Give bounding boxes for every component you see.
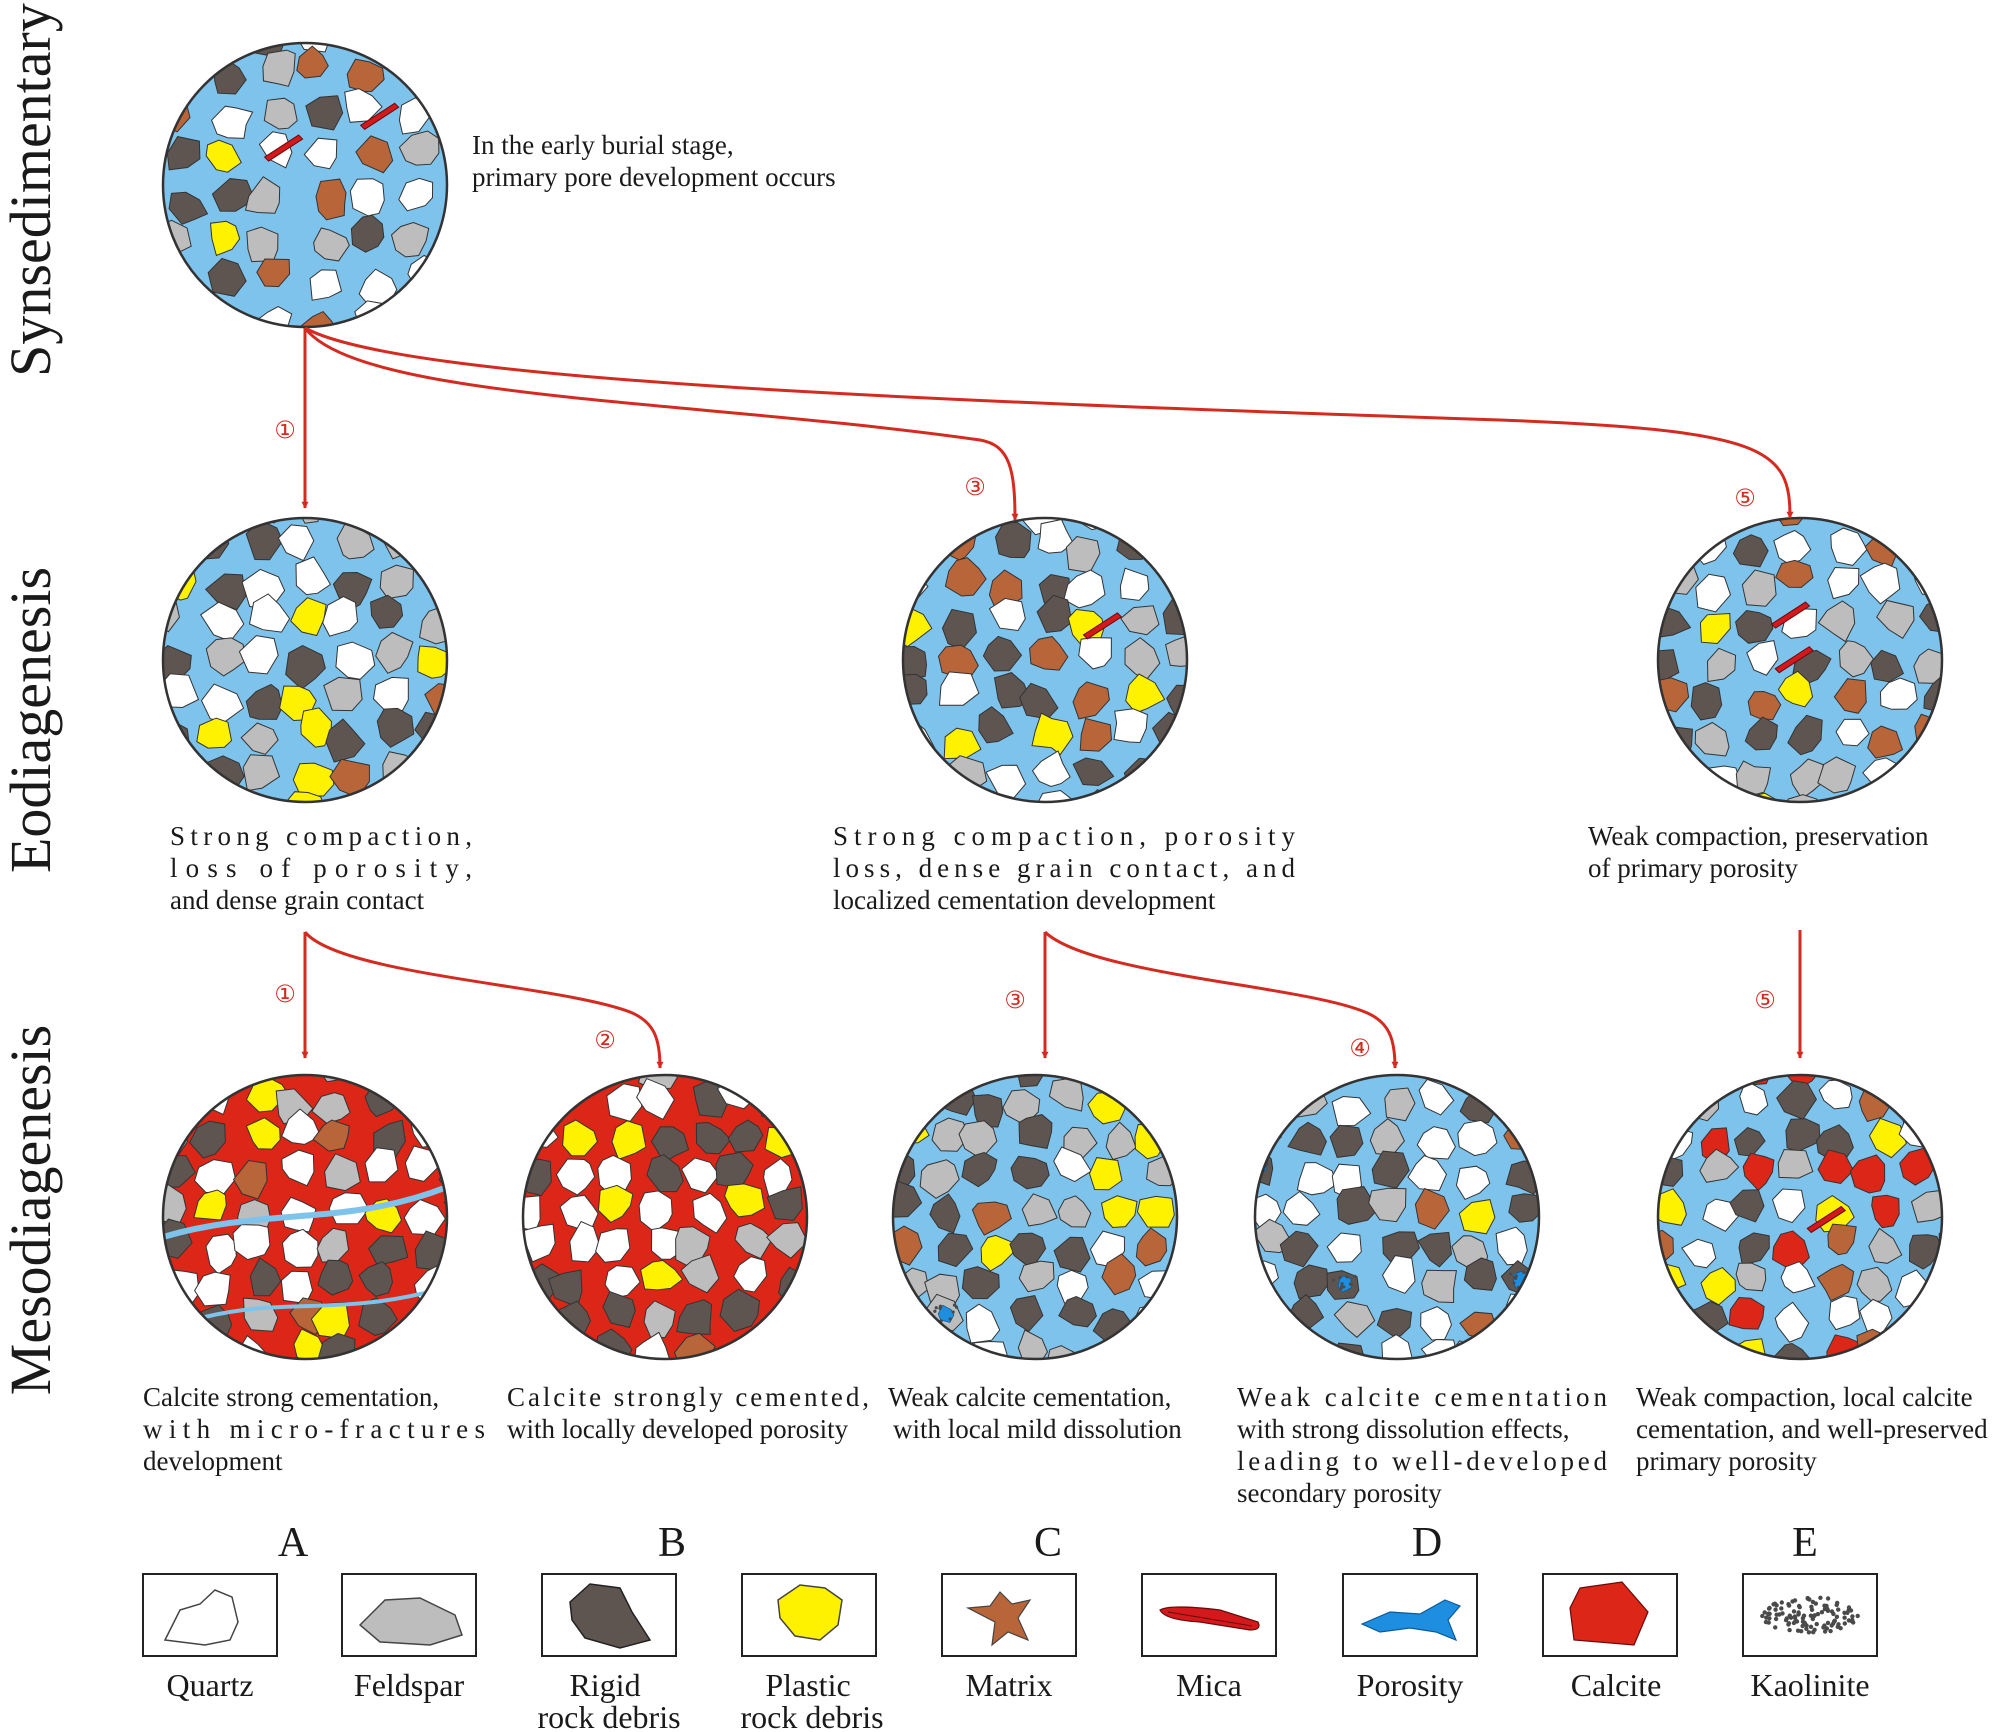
arrow-syn-to-eo5 bbox=[304, 326, 1794, 519]
thin-section-mesodiagenesis-path1 bbox=[161, 1073, 449, 1361]
stage-label-eodiagenesis: Eodiagenesis bbox=[0, 567, 63, 873]
legend-item-feldspar: Feldspar bbox=[341, 1573, 477, 1703]
legend-item-porosity: Porosity bbox=[1342, 1573, 1478, 1703]
stage-label-mesodiagenesis: Mesodiagenesis bbox=[0, 1025, 63, 1396]
thin-section-eodiagenesis-path1 bbox=[161, 516, 449, 804]
legend-label-quartz: Quartz bbox=[166, 1667, 253, 1703]
legend-item-matrix: Matrix bbox=[941, 1573, 1077, 1703]
porosity-swatch bbox=[1360, 1599, 1462, 1642]
caption-eodiagenesis-path5: Weak compaction, preservation of primary… bbox=[1588, 821, 1935, 883]
thin-section-mesodiagenesis-path5 bbox=[1656, 1073, 1944, 1361]
path-number-3-upper: ③ bbox=[964, 473, 986, 501]
thin-section-eodiagenesis-path5 bbox=[1656, 516, 1944, 804]
legend-item-calcite: Calcite bbox=[1542, 1573, 1678, 1703]
legend-item-mica: Mica bbox=[1141, 1573, 1277, 1703]
thin-section-synsedimentary bbox=[161, 41, 449, 329]
kaolinite-swatch bbox=[1760, 1595, 1860, 1635]
thin-section-mesodiagenesis-path3 bbox=[891, 1073, 1179, 1361]
path-number-2: ② bbox=[594, 1026, 616, 1054]
path-number-4: ④ bbox=[1349, 1034, 1371, 1062]
legend-group-letter-b: B bbox=[658, 1520, 686, 1566]
legend-group-letter-a: A bbox=[278, 1520, 309, 1566]
legend-label-rigid-rock-debris: Rigid rock debris bbox=[537, 1667, 680, 1732]
thin-section-mesodiagenesis-path2 bbox=[521, 1073, 809, 1361]
legend-group-letter-d: D bbox=[1412, 1520, 1442, 1566]
stage-label-synsedimentary: Synsedimentary bbox=[0, 3, 63, 377]
legend-item-plastic-rock-debris: Plastic rock debris bbox=[740, 1573, 884, 1732]
legend-item-kaolinite: Kaolinite bbox=[1742, 1573, 1878, 1703]
path-number-5-lower: ⑤ bbox=[1754, 986, 1776, 1014]
arrow-syn-to-eo3 bbox=[303, 327, 1019, 521]
arrow-eo1-to-m2 bbox=[303, 931, 664, 1069]
caption-eodiagenesis-path3: Strong compaction, porosity loss, dense … bbox=[833, 821, 1308, 915]
path-number-3-lower: ③ bbox=[1004, 986, 1026, 1014]
legend-group-letter-c: C bbox=[1034, 1520, 1062, 1566]
caption-mesodiagenesis-path3: Weak calcite cementation, with local mil… bbox=[888, 1382, 1182, 1444]
legend-label-feldspar: Feldspar bbox=[354, 1667, 465, 1703]
legend: A B C D E Quartz Feldspar Rigid rock deb… bbox=[142, 1520, 1878, 1732]
arrow-eo3-to-m4 bbox=[1043, 930, 1399, 1069]
legend-label-calcite: Calcite bbox=[1571, 1667, 1662, 1703]
thin-section-mesodiagenesis-path4 bbox=[1253, 1073, 1541, 1361]
caption-synsedimentary: In the early burial stage, primary pore … bbox=[472, 130, 836, 192]
legend-label-mica: Mica bbox=[1176, 1667, 1242, 1703]
path-number-1-upper: ① bbox=[274, 416, 296, 444]
legend-label-matrix: Matrix bbox=[965, 1667, 1052, 1703]
legend-item-rigid-rock-debris: Rigid rock debris bbox=[537, 1573, 681, 1732]
caption-eodiagenesis-path1: Strong compaction, loss of porosity, and… bbox=[170, 821, 487, 915]
legend-item-quartz: Quartz bbox=[142, 1573, 278, 1703]
legend-label-plastic-rock-debris: Plastic rock debris bbox=[740, 1667, 883, 1732]
legend-group-letter-e: E bbox=[1792, 1520, 1818, 1566]
caption-mesodiagenesis-path5: Weak compaction, local calcite cementati… bbox=[1636, 1382, 1994, 1476]
caption-mesodiagenesis-path2: Calcite strongly cemented, with locally … bbox=[507, 1382, 879, 1444]
rigid-debris-swatch bbox=[569, 1583, 652, 1649]
thin-section-eodiagenesis-path3 bbox=[901, 516, 1189, 804]
matrix-swatch bbox=[965, 1591, 1032, 1647]
legend-label-kaolinite: Kaolinite bbox=[1750, 1667, 1869, 1703]
feldspar-swatch bbox=[358, 1597, 463, 1646]
legend-label-porosity: Porosity bbox=[1357, 1667, 1464, 1703]
quartz-swatch bbox=[163, 1589, 239, 1646]
plastic-debris-swatch bbox=[777, 1584, 843, 1641]
path-number-5-upper: ⑤ bbox=[1734, 484, 1756, 512]
calcite-swatch bbox=[1569, 1581, 1649, 1646]
caption-mesodiagenesis-path1: Calcite strong cementation, with micro-f… bbox=[143, 1382, 498, 1476]
path-number-1-lower: ① bbox=[274, 980, 296, 1008]
caption-mesodiagenesis-path4: Weak calcite cementation with strong dis… bbox=[1237, 1382, 1618, 1508]
